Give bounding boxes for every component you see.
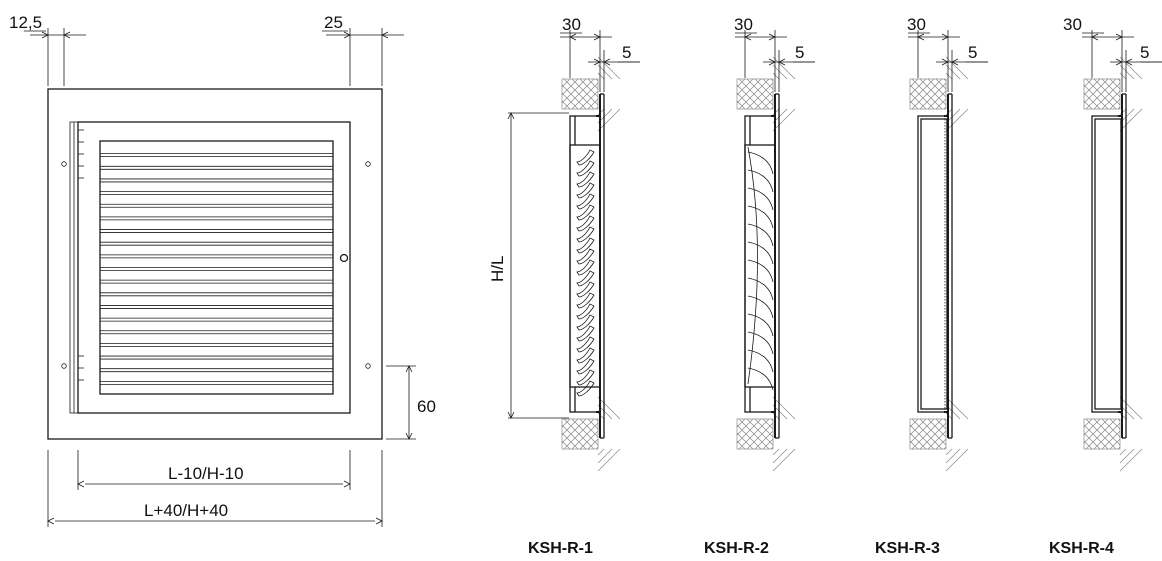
dim-depth-1: 30 — [562, 15, 581, 34]
screw-hole — [61, 161, 67, 167]
frame-body — [569, 115, 601, 413]
screw-hole — [365, 363, 371, 369]
blade-profile — [747, 295, 774, 319]
dim-lip-2: 5 — [795, 43, 804, 62]
dim-depth-3: 30 — [907, 15, 926, 34]
blade-profile — [576, 182, 595, 199]
section-view-3 — [908, 30, 988, 472]
section-views — [560, 30, 1162, 472]
blade-profile — [576, 369, 595, 386]
blade-profile — [576, 314, 595, 331]
blade-profile — [576, 347, 595, 364]
blade-profile — [747, 313, 774, 337]
outer-frame — [47, 88, 383, 440]
blade-profile — [576, 215, 595, 232]
blade-profile — [576, 325, 595, 342]
section-label-4: KSH-R-4 — [1049, 540, 1114, 557]
blade-profile — [576, 336, 595, 353]
dim-depth-4: 30 — [1063, 15, 1082, 34]
blade-profile — [576, 204, 595, 221]
blade-profile — [576, 226, 595, 243]
blade-profile — [576, 149, 595, 166]
section-dims-3: 30 5 — [907, 15, 977, 62]
blade-profile — [576, 160, 595, 177]
blade-profile — [747, 187, 774, 211]
section-label-2: KSH-R-2 — [704, 540, 769, 557]
blade-profile — [747, 241, 774, 265]
section-view-2 — [735, 30, 815, 472]
blade-profile — [576, 193, 595, 210]
blade-profile — [576, 171, 595, 188]
blade-profile — [747, 277, 774, 301]
adjust-knob — [339, 253, 349, 263]
dim-top-left: 12,5 — [9, 13, 42, 32]
blade-profile — [747, 151, 774, 175]
dim-outer-width: L+40/H+40 — [144, 501, 228, 520]
dim-lip-3: 5 — [968, 43, 977, 62]
blade-profile — [747, 349, 774, 373]
dim-height: H/L — [488, 256, 507, 282]
blade-profile — [747, 331, 774, 355]
hinge-ticks — [78, 129, 84, 381]
section-dims-4: 30 5 — [1063, 15, 1149, 62]
dim-right: 60 — [417, 397, 436, 416]
blade-profile — [576, 303, 595, 320]
blade-profile — [747, 169, 774, 193]
blade-profile — [576, 270, 595, 287]
blade-profile — [576, 281, 595, 298]
screw-hole — [61, 363, 67, 369]
frame-body — [1091, 115, 1123, 413]
frame-body — [917, 115, 949, 413]
blade-profile — [576, 237, 595, 254]
blade-profile — [576, 292, 595, 309]
section-label-1: KSH-R-1 — [528, 540, 593, 557]
blade-profile — [576, 248, 595, 265]
section-view-4 — [1082, 30, 1162, 472]
blade-profile — [747, 259, 774, 283]
height-dimension: H/L — [488, 112, 569, 419]
front-view-grille: 12,5 25 60 L-10/H-10 L+40/H+40 — [9, 13, 436, 527]
dim-inner-width: L-10/H-10 — [168, 464, 244, 483]
section-view-1 — [560, 30, 640, 472]
blade-profile — [576, 259, 595, 276]
screw-hole — [365, 161, 371, 167]
section-dims-1: 30 5 — [562, 15, 631, 62]
dim-lip-1: 5 — [622, 43, 631, 62]
louver-blades — [100, 153, 333, 385]
section-label-3: KSH-R-3 — [875, 540, 940, 557]
dim-depth-2: 30 — [734, 15, 753, 34]
blade-profile — [747, 367, 774, 391]
dim-top-right: 25 — [324, 13, 343, 32]
section-dims-2: 30 5 — [734, 15, 804, 62]
blade-profile — [747, 205, 774, 229]
blade-profile — [576, 358, 595, 375]
dim-lip-4: 5 — [1140, 43, 1149, 62]
blade-profile — [747, 223, 774, 247]
blade-profile — [576, 380, 595, 397]
